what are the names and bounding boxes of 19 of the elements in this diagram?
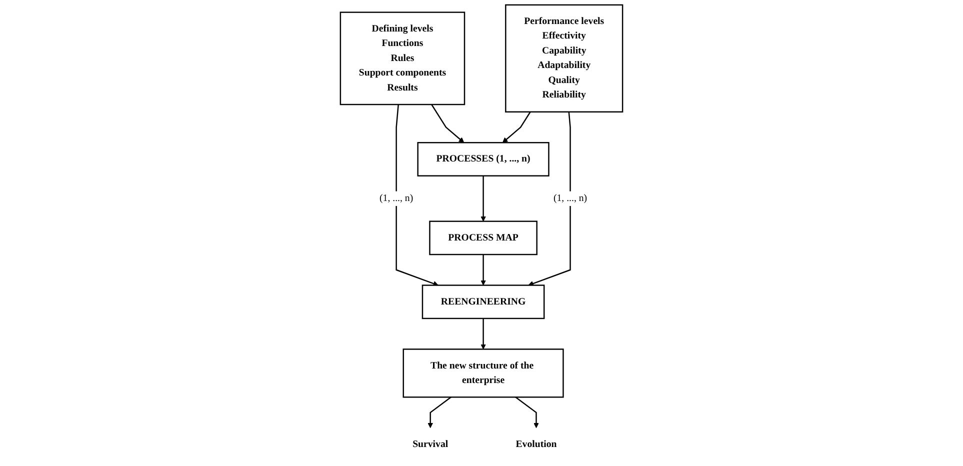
arrow: [396, 104, 438, 286]
edge-label: (1, ..., n): [380, 193, 414, 204]
node-box: PROCESS MAP: [429, 220, 538, 256]
node-text: Evolution: [516, 438, 557, 450]
arrow: [502, 112, 531, 143]
edge-label: (1, ..., n): [553, 193, 588, 204]
node-box: The new structure of the enterprise: [402, 348, 564, 398]
arrow: [480, 318, 486, 350]
arrow: [515, 396, 539, 428]
arrow: [480, 176, 486, 222]
node-box: PROCESSES (1, ..., n): [417, 142, 550, 176]
arrow: [528, 112, 571, 286]
node-text: Survival: [412, 438, 448, 450]
node-box: Defining levels Functions Rules Support components Results: [340, 12, 466, 106]
node-box: REENGINEERING: [422, 284, 545, 320]
arrow: [431, 104, 464, 143]
arrow: [480, 254, 486, 286]
arrow: [428, 396, 452, 428]
node-box: Performance levels Effectivity Capability Adaptability Quality Reliability: [505, 4, 624, 112]
